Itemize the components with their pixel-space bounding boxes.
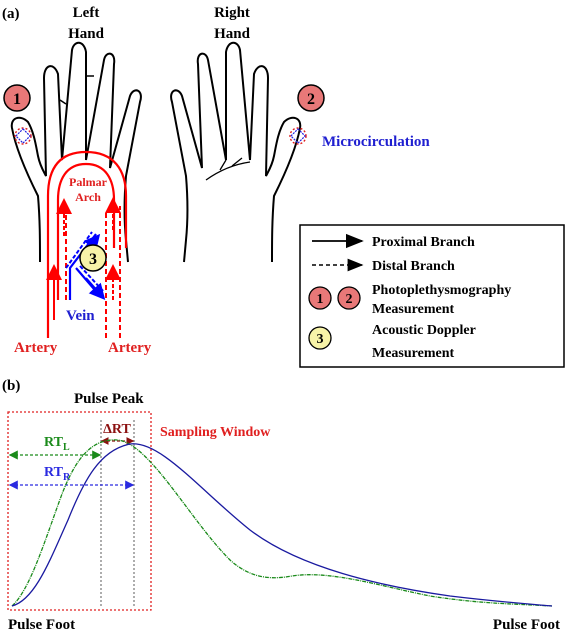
legend-marker-1-text: 1 [317,292,324,307]
artery-right-label: Artery [108,340,152,356]
left-hand-outline [10,41,142,263]
legend-ppg-line2: Measurement [372,302,454,317]
legend-marker-3-text: 3 [317,332,324,347]
right-hand-outline [170,41,302,263]
legend-marker-3 [308,326,332,350]
rt-r-label: RTR [44,465,71,483]
vein-arrow-down [85,277,106,301]
palmar-arch-solid-outer [46,150,128,338]
marker-2-text: 2 [307,91,315,108]
microcirculation-label: Microcirculation [322,134,430,150]
left-ppg-sensor-core [15,128,31,144]
legend-proximal-label: Proximal Branch [372,235,475,250]
pulse-foot-left-label: Pulse Foot [8,617,75,633]
legend-doppler-line1: Acoustic Doppler [372,323,476,338]
sampling-window [7,411,152,611]
pulse-foot-right-label: Pulse Foot [493,617,560,633]
left-ppg-sensor [14,127,32,145]
pulse-curve-left-green [11,439,553,607]
marker-3-circle [79,244,107,272]
rt-l-label: RTL [44,435,70,453]
legend-marker-2-text: 2 [346,292,353,307]
legend-marker-1 [308,286,332,310]
vein-label: Vein [66,308,95,324]
legend-ppg-line1: Photoplethysmography [372,283,511,298]
left-hand-crease [59,75,94,105]
artery-left-label: Artery [14,340,58,356]
panel-b-label: (b) [2,378,20,394]
delta-rt-label: ΔRT [103,422,131,437]
right-hand-crease [205,157,251,181]
palmar-arch-solid-inner [56,162,116,300]
marker-1-circle [3,84,31,112]
pulse-peak-label: Pulse Peak [74,391,144,407]
right-hand-label-line1: Right [214,5,250,21]
legend-marker-2 [337,286,361,310]
marker-1-text: 1 [13,91,21,108]
right-hand-label-line2: Hand [214,26,251,42]
sampling-window-label: Sampling Window [160,425,271,440]
left-hand-label-line2: Hand [68,26,105,42]
palmar-arch-label-line1: Palmar [69,175,108,189]
marker-3-text: 3 [89,251,97,268]
pulse-curve-right-blue [11,443,553,607]
palmar-arch-label-line2: Arch [75,190,101,204]
legend-distal-label: Distal Branch [372,259,455,274]
legend-doppler-line2: Measurement [372,346,454,361]
panel-a-label: (a) [2,6,20,22]
right-ppg-sensor [289,127,307,145]
marker-2-circle [297,84,325,112]
left-hand-label-line1: Left [73,5,100,21]
